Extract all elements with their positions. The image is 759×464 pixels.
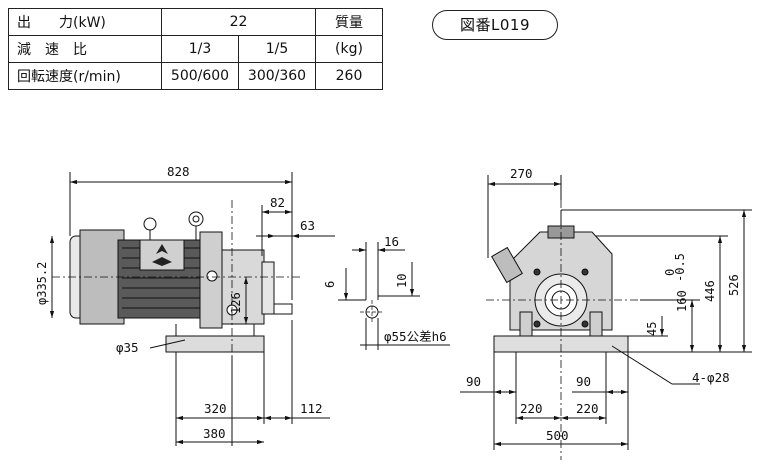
figure-number-badge: 図番L019 [432, 10, 558, 40]
dim-keyway-16: 16 [384, 234, 399, 249]
dim-63: 63 [300, 218, 315, 233]
label-speed: 回転速度(r/min) [8, 62, 162, 90]
dim-380: 380 [203, 426, 226, 441]
dim-446: 446 [703, 280, 717, 302]
label-ratio: 減 速 比 [8, 35, 162, 63]
dim-90-left: 90 [466, 374, 481, 389]
side-view [49, 172, 335, 446]
front-view [460, 175, 752, 460]
value-speed-2: 300/360 [238, 62, 316, 90]
shaft-detail [338, 242, 450, 350]
dim-160-tol-bottom: -0.5 [673, 253, 687, 282]
value-mass: 260 [315, 62, 383, 90]
spec-row-speed: 回転速度(r/min) 500/600 300/360 260 [8, 62, 383, 90]
dim-diameter-335: φ335.2 [35, 262, 49, 305]
dim-key-6: 6 [323, 281, 337, 288]
spec-row-ratio: 減 速 比 1/3 1/5 (kg) [8, 35, 383, 63]
label-mass-unit: (kg) [315, 35, 383, 63]
motor-body [69, 211, 211, 325]
dim-160-tol-top: 0 [663, 269, 677, 276]
dim-220-right: 220 [576, 401, 599, 416]
dim-shaft-35: φ35 [116, 340, 139, 355]
spec-row-output: 出 力(kW) 22 質量 [8, 8, 383, 36]
value-speed-1: 500/600 [161, 62, 239, 90]
dim-key-10: 10 [395, 274, 409, 288]
dim-126: 126 [229, 292, 243, 314]
dim-mount-holes: 4-φ28 [692, 370, 730, 385]
dim-220-left: 220 [520, 401, 543, 416]
dim-320: 320 [204, 401, 227, 416]
dim-526: 526 [727, 274, 741, 296]
label-output: 出 力(kW) [8, 8, 162, 36]
reducer-body [199, 231, 293, 329]
dim-82: 82 [270, 195, 285, 210]
value-output: 22 [161, 8, 316, 36]
dim-112: 112 [300, 401, 323, 416]
dim-45: 45 [645, 322, 659, 336]
dim-overall-length: 828 [167, 164, 190, 179]
dim-270: 270 [510, 166, 533, 181]
dim-500: 500 [546, 428, 569, 443]
spec-table: 出 力(kW) 22 質量 減 速 比 1/3 1/5 (kg) 回転速度(r/… [8, 8, 383, 90]
dim-shaft-diameter: φ55公差h6 [384, 329, 447, 344]
dim-90-right: 90 [576, 374, 591, 389]
dim-160: 160 [675, 290, 689, 312]
